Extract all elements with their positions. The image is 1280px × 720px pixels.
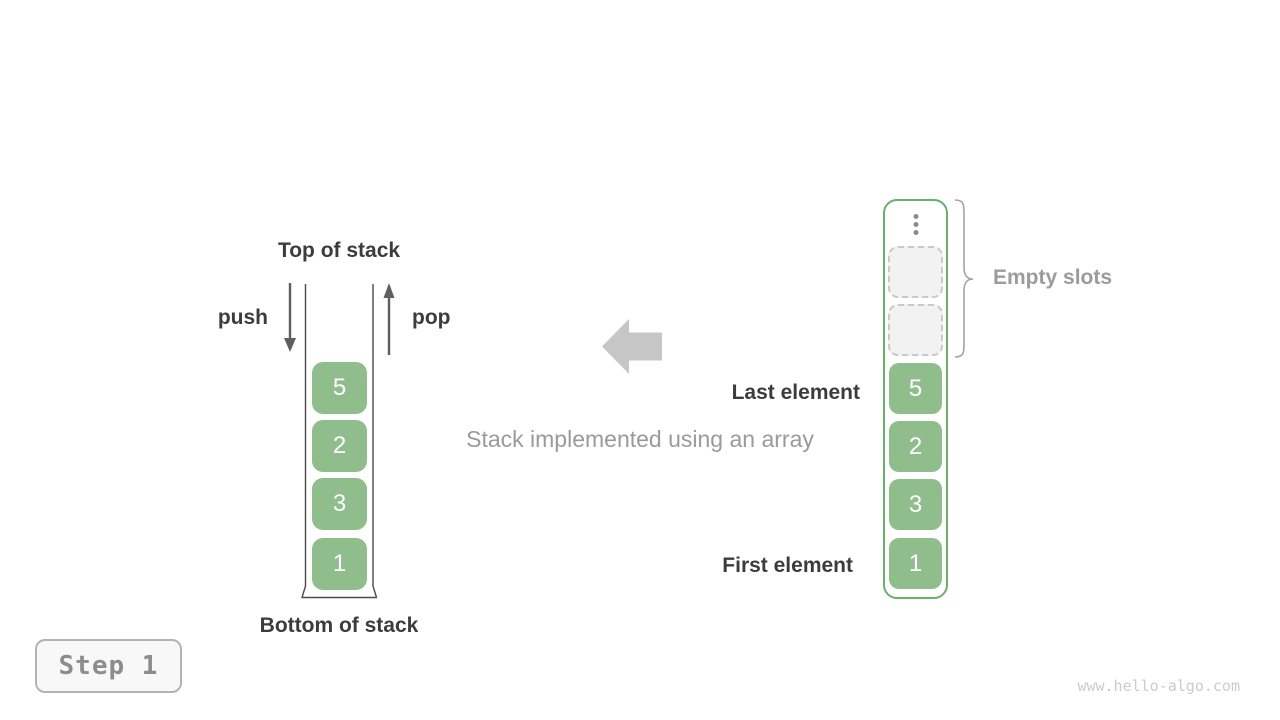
ellipsis-dot-icon <box>913 214 918 219</box>
bottom-of-stack-label: Bottom of stack <box>259 614 419 637</box>
stack-container-outline <box>301 284 378 599</box>
empty-slot <box>888 304 943 356</box>
last-element-label: Last element <box>731 381 860 404</box>
stack-cell: 1 <box>312 538 367 590</box>
stack-cell-value: 1 <box>332 550 347 577</box>
ellipsis-dot-icon <box>913 230 918 235</box>
step-badge: Step 1 <box>35 639 182 693</box>
pop-up-arrow-icon <box>383 283 395 355</box>
stack-cell: 2 <box>312 420 367 472</box>
top-of-stack-label: Top of stack <box>277 239 401 262</box>
first-element-label: First element <box>722 554 853 577</box>
stack-cell-value: 3 <box>332 490 347 517</box>
array-cell: 3 <box>889 479 942 530</box>
array-cell-value: 5 <box>908 374 923 402</box>
pop-label: pop <box>412 306 451 329</box>
stack-cell: 5 <box>312 362 367 414</box>
array-cell-value: 2 <box>908 432 923 460</box>
watermark-url: www.hello-algo.com <box>1077 677 1240 695</box>
empty-slots-label: Empty slots <box>993 266 1113 289</box>
curly-brace-icon <box>954 199 974 358</box>
ellipsis-dot-icon <box>913 222 918 227</box>
array-cell: 5 <box>889 363 942 414</box>
push-label: push <box>217 306 268 329</box>
left-block-arrow-icon <box>602 319 662 374</box>
push-down-arrow-icon <box>284 283 296 352</box>
stack-cell: 3 <box>312 478 367 530</box>
figure-caption: Stack implemented using an array <box>466 426 814 452</box>
array-container: 5 2 3 1 <box>883 199 948 599</box>
empty-slot <box>888 246 943 298</box>
stack-cell-value: 5 <box>332 374 347 401</box>
array-cell: 1 <box>889 538 942 589</box>
array-cell-value: 3 <box>908 490 923 518</box>
step-badge-label: Step 1 <box>58 651 159 681</box>
array-cell-value: 1 <box>908 549 923 577</box>
stack-cell-value: 2 <box>332 432 347 459</box>
array-cell: 2 <box>889 421 942 472</box>
